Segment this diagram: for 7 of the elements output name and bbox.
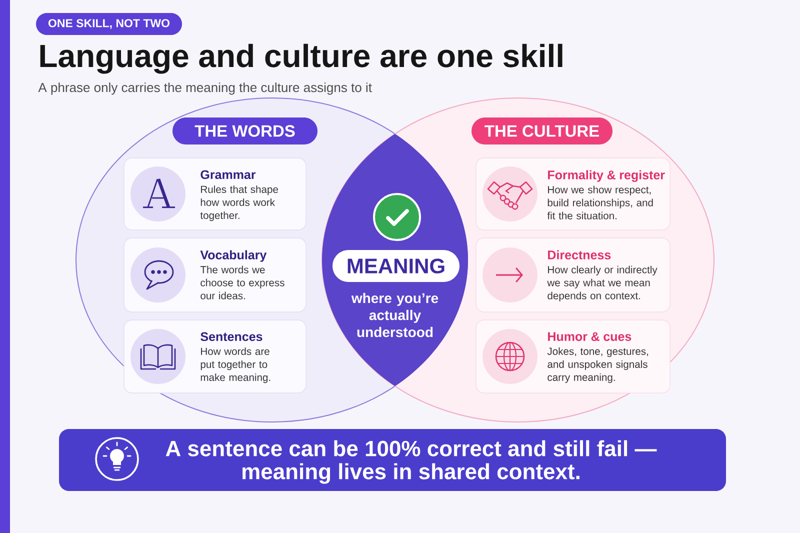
- heading-pill: THE WORDS: [172, 118, 318, 144]
- tag-pill: ONE SKILL, NOT TWO: [36, 13, 182, 35]
- title: Language and culture are one skill: [40, 44, 562, 74]
- meaning-pill: MEANING: [332, 250, 460, 282]
- callout-banner: A sentence can be 100% correct and still fail — meaning lives in shared context.: [59, 429, 726, 491]
- subtitle: A phrase only carries the meaning the culture assigns to it: [38, 82, 372, 95]
- heading-pill: THE CULTURE: [472, 118, 612, 144]
